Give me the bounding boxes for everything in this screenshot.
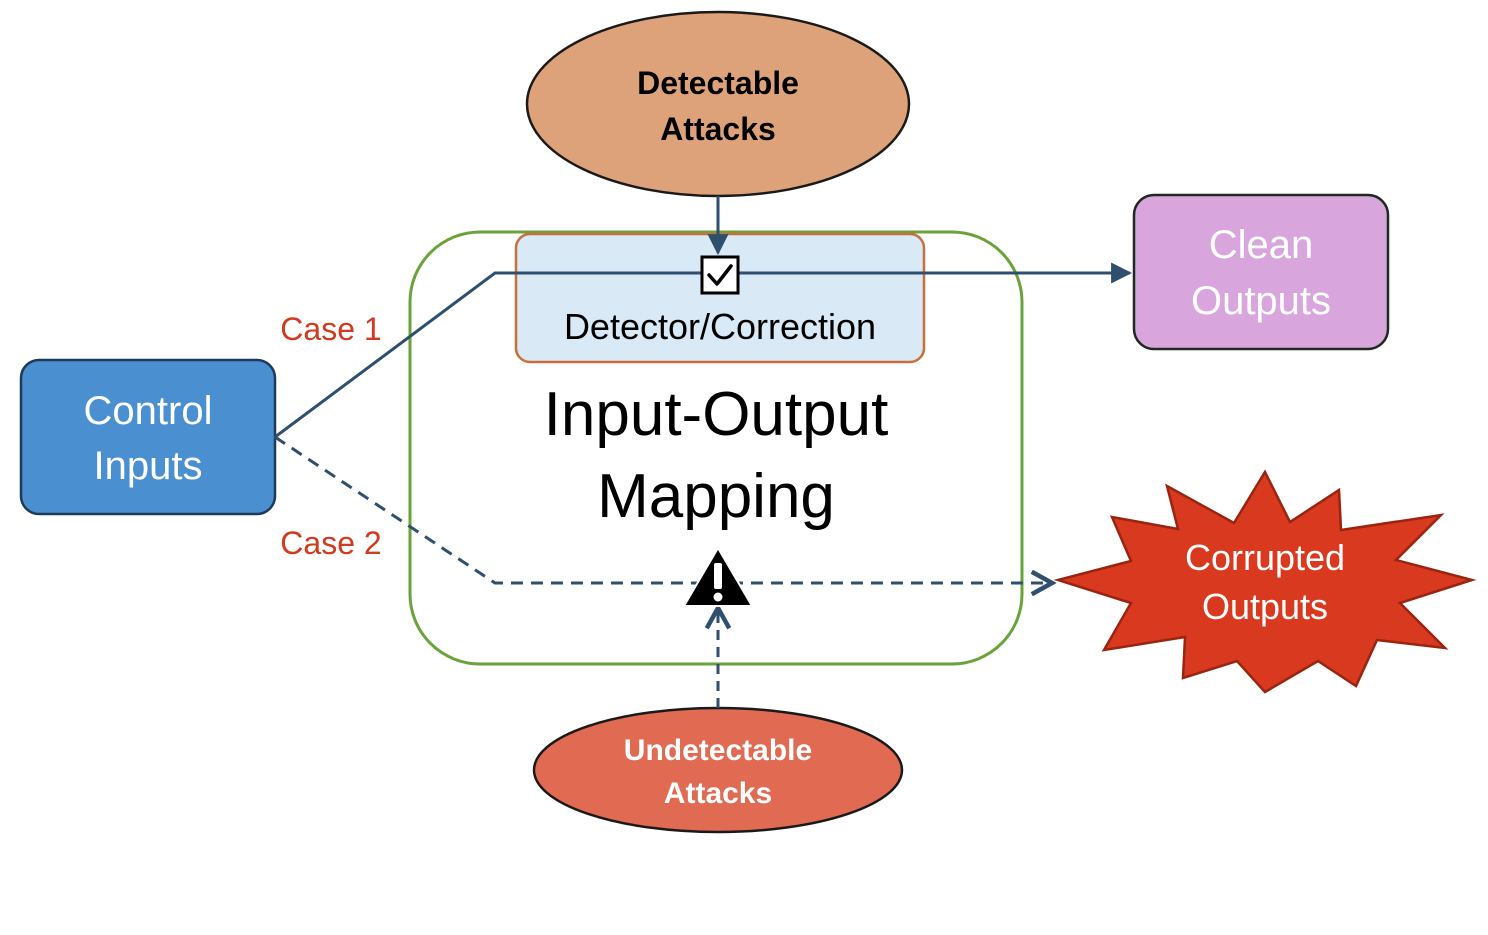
detector-box xyxy=(514,232,926,364)
case1-path xyxy=(274,262,1133,439)
detectable-attacks-line2: Attacks xyxy=(660,111,776,147)
corrupted-outputs-line1: Corrupted xyxy=(1185,537,1345,578)
case1-label: Case 1 xyxy=(280,311,381,347)
control-inputs-node xyxy=(19,358,277,516)
undetectable-attacks-line2: Attacks xyxy=(664,777,772,810)
case2-label: Case 2 xyxy=(280,525,381,561)
clean-outputs-line1: Clean xyxy=(1209,223,1314,267)
case2-path xyxy=(274,435,1052,583)
corrupted-outputs-node xyxy=(1053,469,1477,694)
control-inputs-line2: Inputs xyxy=(94,444,203,488)
warning-triangle-icon xyxy=(683,547,753,607)
undetectable-attacks-line1: Undetectable xyxy=(624,734,812,767)
mapping-title-line1: Input-Output xyxy=(544,380,889,449)
clean-outputs-line2: Outputs xyxy=(1191,279,1331,323)
detectable-attacks-node xyxy=(525,10,911,198)
clean-outputs-node xyxy=(1132,193,1390,351)
checkbox-checked-icon xyxy=(700,255,740,295)
detector-label: Detector/Correction xyxy=(564,306,876,347)
corrupted-outputs-line2: Outputs xyxy=(1202,586,1328,627)
detectable-attacks-line1: Detectable xyxy=(637,65,799,101)
undetectable-attacks-node xyxy=(532,706,904,834)
mapping-title-line2: Mapping xyxy=(597,462,835,531)
control-inputs-line1: Control xyxy=(84,389,213,433)
